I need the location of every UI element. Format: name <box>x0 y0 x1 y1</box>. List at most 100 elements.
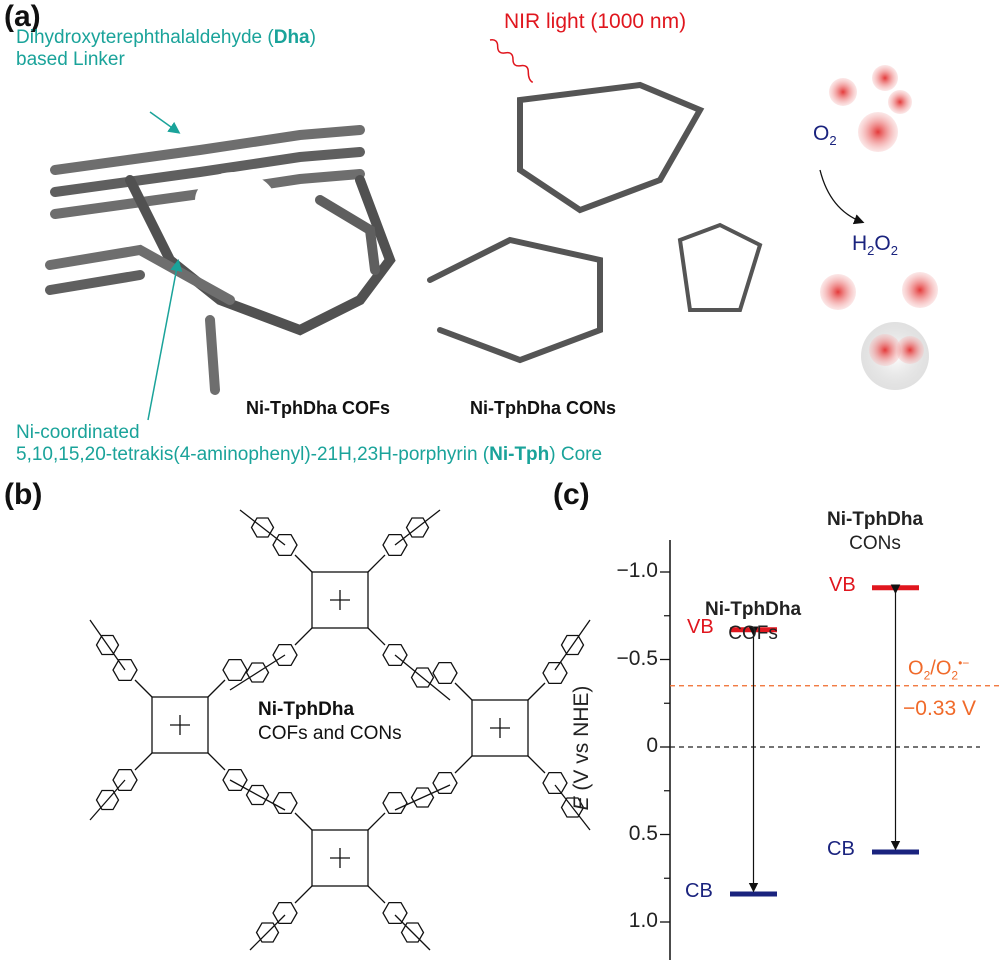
linker-bond <box>394 654 451 701</box>
phenyl-ring <box>222 658 248 682</box>
o2-label: O2 <box>813 122 837 149</box>
bond <box>294 812 313 831</box>
bond <box>294 627 313 646</box>
linker-label: Dihydroxyterephthalaldehyde (Dha) based … <box>16 27 316 70</box>
redox-couple-label: O2/O2•− <box>908 656 970 683</box>
core-label: Ni-coordinated 5,10,15,20-tetrakis(4-ami… <box>16 422 603 465</box>
linker-bond <box>394 914 431 951</box>
phenyl-ring <box>222 768 248 792</box>
panel-a-label: (a) <box>4 0 41 33</box>
y-axis-label: E (V vs NHE) <box>570 685 593 811</box>
porphyrin-core <box>432 661 568 795</box>
bond <box>367 812 386 831</box>
linker-bond <box>89 619 126 671</box>
phenyl-ring <box>272 533 298 557</box>
cof-stack-render <box>45 125 396 395</box>
cb-label: CB <box>827 838 855 860</box>
porphyrin-core <box>272 533 408 667</box>
linker-bond <box>554 784 591 831</box>
ni-center <box>170 715 190 735</box>
bond <box>294 554 313 573</box>
phenyl-ring <box>432 771 458 795</box>
cons-label: Ni-TphDha CONs <box>470 398 616 418</box>
linker-bond <box>394 509 441 546</box>
phenyl-ring <box>382 901 408 925</box>
phenyl-ring <box>272 791 298 815</box>
linker-bond <box>89 779 126 821</box>
bond <box>134 679 153 698</box>
panel-b-title: Ni-TphDha COFs and CONs <box>258 699 402 744</box>
cb-label: CB <box>685 880 713 902</box>
nir-label: NIR light (1000 nm) <box>504 10 687 33</box>
dha-ring <box>95 634 120 656</box>
phenyl-ring <box>382 533 408 557</box>
vb-label: VB <box>687 615 714 638</box>
porphyrin-ring <box>311 571 369 629</box>
bond <box>294 885 313 904</box>
porphyrin-core <box>112 658 248 792</box>
dha-ring <box>560 797 585 818</box>
bond <box>134 752 153 771</box>
panel-c-label: (c) <box>553 478 590 511</box>
tick-label: −0.5 <box>616 646 658 670</box>
nir-wave-icon <box>489 39 534 84</box>
dha-ring <box>255 922 280 943</box>
linker-bond <box>229 654 286 691</box>
con-sheets-render <box>427 81 763 364</box>
phenyl-ring <box>112 658 138 682</box>
linker-bond <box>554 619 591 671</box>
ni-center <box>330 590 350 610</box>
bond <box>367 627 386 646</box>
h2o2-molecules <box>820 272 938 390</box>
phenyl-ring <box>112 768 138 792</box>
linker-bond <box>394 784 451 811</box>
bond <box>454 682 473 701</box>
core-arrow <box>147 259 183 421</box>
reaction-arrow <box>819 169 865 225</box>
bond <box>367 885 386 904</box>
bond <box>527 755 546 774</box>
dha-ring <box>410 667 435 688</box>
bond <box>207 752 226 771</box>
ni-center <box>490 718 510 738</box>
panel-b-label: (b) <box>4 478 43 511</box>
energy-diagram <box>660 540 1000 960</box>
phenyl-ring <box>272 643 298 667</box>
linker-arrow <box>149 111 181 134</box>
bond <box>367 554 386 573</box>
bond <box>454 755 473 774</box>
tick-label: −1.0 <box>616 559 658 582</box>
dha-ring <box>245 784 270 806</box>
phenyl-ring <box>432 661 458 685</box>
phenyl-ring <box>382 791 408 815</box>
redox-potential-label: −0.33 V <box>903 697 976 720</box>
linker-bond <box>239 509 286 546</box>
dha-ring <box>95 789 120 811</box>
tick-label: 0.5 <box>628 821 658 845</box>
vb-label: VB <box>829 573 856 596</box>
phenyl-ring <box>382 643 408 667</box>
h2o2-label: H2O2 <box>852 232 898 259</box>
ni-center <box>330 848 350 868</box>
porphyrin-core <box>272 791 408 925</box>
phenyl-ring <box>542 771 568 795</box>
linker-bond <box>229 779 286 811</box>
bond <box>207 679 226 698</box>
porphyrin-ring <box>311 829 369 887</box>
porphyrin-ring <box>151 696 209 754</box>
bond <box>527 682 546 701</box>
dha-ring <box>245 662 270 683</box>
o2-molecules <box>829 65 912 152</box>
tick-label: 0 <box>646 734 658 757</box>
cofs-label: Ni-TphDha COFs <box>246 398 390 418</box>
linker-bond <box>249 914 286 951</box>
tick-label: 1.0 <box>628 909 658 932</box>
porphyrin-ring <box>471 699 529 757</box>
dha-ring <box>405 517 430 538</box>
dha-ring <box>560 634 585 656</box>
ni-tphdha-structure <box>89 509 591 951</box>
phenyl-ring <box>542 661 568 685</box>
